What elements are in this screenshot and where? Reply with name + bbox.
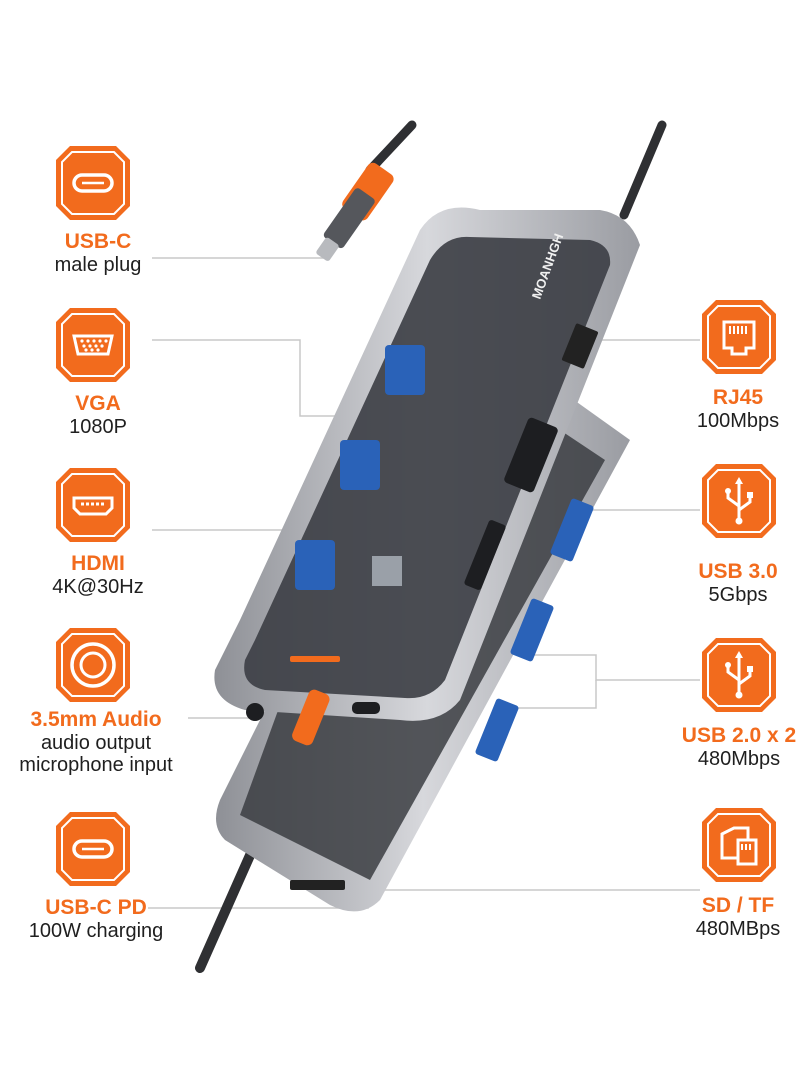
vga-title: VGA [75, 392, 121, 415]
hdmi-subtitle: 4K@30Hz [52, 575, 144, 598]
usb-c-pd-title: USB-C PD [45, 896, 147, 919]
usb2-badge [700, 636, 778, 714]
hdmi-label: HDMI 4K@30Hz [52, 552, 143, 598]
hdmi-badge [54, 466, 132, 544]
usb-c-icon [72, 173, 114, 193]
usb2-title: USB 2.0 x 2 [681, 724, 797, 747]
usb-c-plug [316, 162, 394, 261]
sd-tf-badge [700, 806, 778, 884]
rj45-title: RJ45 [712, 386, 764, 409]
usb-c-pd-badge [54, 810, 132, 888]
cable-top [365, 120, 417, 175]
usb3-title: USB 3.0 [698, 560, 778, 583]
sd-tf-title: SD / TF [701, 894, 775, 917]
audio-badge [54, 626, 132, 704]
usb3-subtitle: 5Gbps [708, 583, 768, 606]
hub-upper-body: MOANHGH [214, 207, 640, 721]
sd-tf-label: SD / TF 480MBps [696, 894, 781, 940]
usb2-subtitle: 480Mbps [697, 747, 781, 770]
vga-icon [72, 334, 114, 356]
vga-label: VGA 1080P [69, 392, 127, 438]
vga-subtitle: 1080P [69, 415, 127, 438]
usb-c-icon [72, 839, 114, 859]
hdmi-icon [72, 496, 114, 516]
usb-c-pd-subtitle: 100W charging [28, 919, 164, 942]
cable-right [619, 120, 667, 220]
usb3-badge [700, 462, 778, 540]
sd-tf-subtitle: 480MBps [695, 917, 781, 940]
audio-label: 3.5mm Audio audio output microphone inpu… [19, 708, 172, 776]
vga-badge [54, 306, 132, 384]
rj45-label: RJ45 100Mbps [697, 386, 779, 432]
usb2-label: USB 2.0 x 2 480Mbps [682, 724, 796, 770]
audio-title: 3.5mm Audio [30, 708, 162, 731]
audio-subtitle: audio output [40, 731, 152, 754]
usb-c-pd-plug [292, 689, 330, 746]
usb-c-pd-label: USB-C PD 100W charging [29, 896, 164, 942]
audio-jack-icon [70, 642, 116, 688]
usb-c-plug-subtitle: male plug [54, 253, 142, 276]
usb-c-plug-title: USB-C [64, 230, 132, 253]
audio-subtitle-2: microphone input [19, 753, 173, 776]
hdmi-title: HDMI [71, 552, 125, 575]
rj45-subtitle: 100Mbps [696, 409, 780, 432]
usb3-label: USB 3.0 5Gbps [698, 560, 777, 606]
ethernet-icon [722, 320, 756, 356]
usb-c-plug-badge [54, 144, 132, 222]
usb-c-plug-label: USB-C male plug [55, 230, 142, 276]
rj45-badge [700, 298, 778, 376]
